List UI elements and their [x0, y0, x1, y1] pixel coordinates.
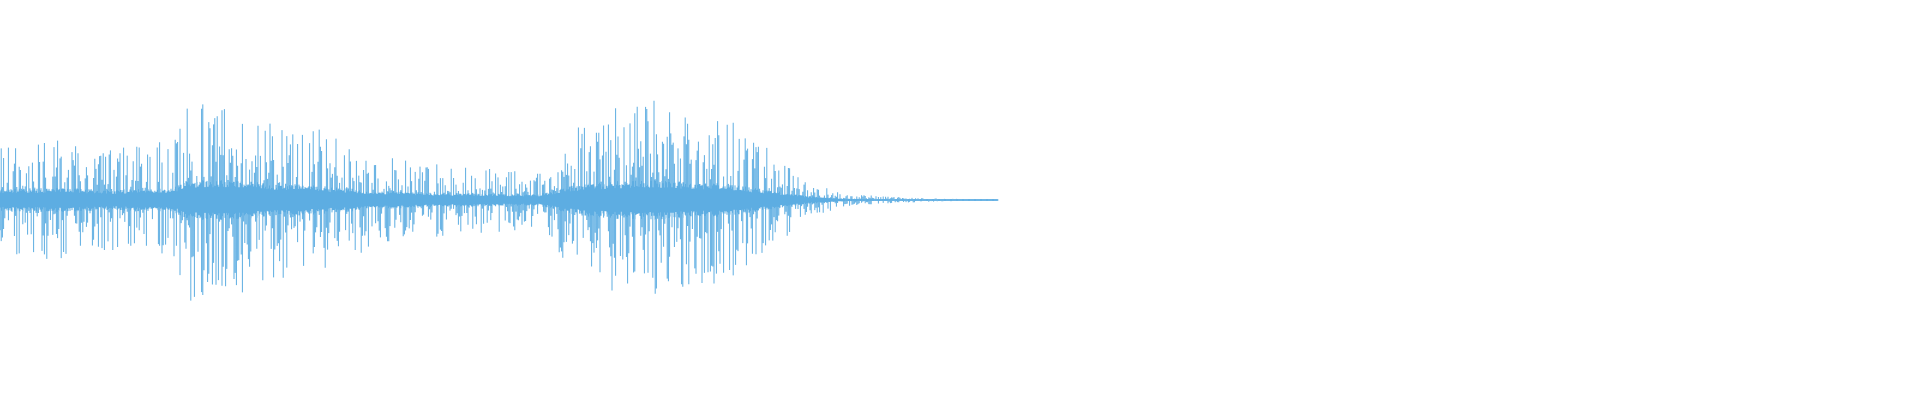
waveform-lines — [0, 100, 999, 301]
waveform-core — [0, 180, 999, 220]
